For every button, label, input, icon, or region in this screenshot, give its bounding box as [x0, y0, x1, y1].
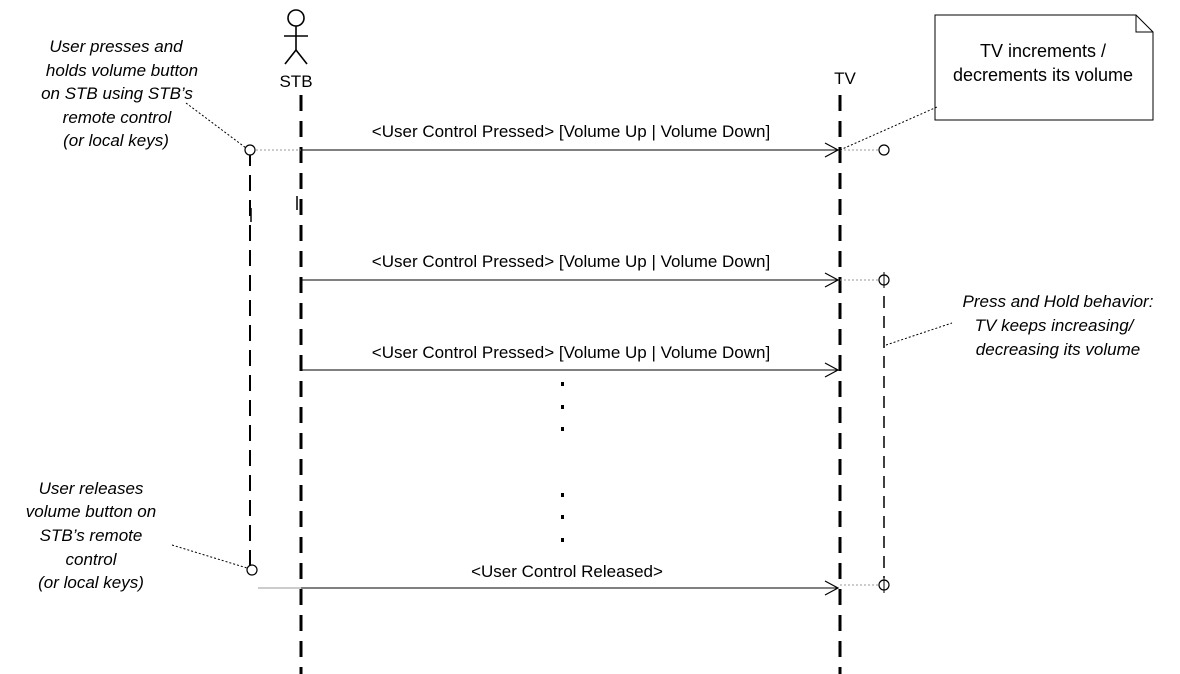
tv-action-note-line-1: TV increments /: [980, 41, 1106, 61]
message-4: <User Control Released>: [301, 562, 840, 596]
hold-behavior-note-line-3: decreasing its volume: [976, 340, 1140, 359]
message-3-label: <User Control Pressed> [Volume Up | Volu…: [372, 343, 770, 362]
message-1-label: <User Control Pressed> [Volume Up | Volu…: [372, 122, 770, 141]
press-note-line-3: on STB using STB’s: [41, 84, 193, 103]
release-note-line-2: volume button on: [26, 502, 156, 521]
message-1: <User Control Pressed> [Volume Up | Volu…: [301, 122, 840, 158]
message-2: <User Control Pressed> [Volume Up | Volu…: [301, 252, 840, 288]
message-3: <User Control Pressed> [Volume Up | Volu…: [301, 343, 840, 378]
tv-lifeline-label: TV: [834, 69, 856, 88]
release-note-connector: [171, 544, 248, 569]
message-2-label: <User Control Pressed> [Volume Up | Volu…: [372, 252, 770, 271]
release-note-line-5: (or local keys): [38, 573, 144, 592]
hold-behavior-note-connector: [885, 322, 953, 346]
press-start-marker: [244, 144, 256, 156]
hold-behavior-note-line-1: Press and Hold behavior:: [963, 292, 1154, 311]
release-note-line-3: STB’s remote: [40, 526, 143, 545]
hold-behavior-note-line-2: TV keeps increasing/: [975, 316, 1136, 335]
release-note-line-1: User releases: [39, 479, 144, 498]
press-note-line-5: (or local keys): [63, 131, 169, 150]
message-4-label: <User Control Released>: [471, 562, 663, 581]
continuation-dots-lower: [561, 493, 564, 542]
continuation-dots-upper: [561, 382, 564, 431]
press-note-line-4: remote control: [63, 108, 173, 127]
press-note: User presses and holds volume button on …: [41, 37, 198, 150]
press-note-line-2: holds volume button: [46, 61, 198, 80]
tv-action-note: TV increments / decrements its volume: [934, 14, 1154, 121]
release-note: User releases volume button on STB’s rem…: [26, 479, 156, 592]
press-note-line-1: User presses and: [49, 37, 183, 56]
stb-actor-icon: [284, 9, 308, 65]
tv-action-note-connector: [839, 106, 938, 151]
hold-behavior-note: Press and Hold behavior: TV keeps increa…: [963, 292, 1154, 359]
release-marker: [246, 564, 258, 576]
tv-action-note-line-2: decrements its volume: [953, 65, 1133, 85]
release-note-line-4: control: [65, 550, 117, 569]
stb-lifeline-label: STB: [279, 72, 312, 91]
press-note-connector: [185, 102, 247, 149]
tv-response-marker-1: [878, 144, 890, 156]
